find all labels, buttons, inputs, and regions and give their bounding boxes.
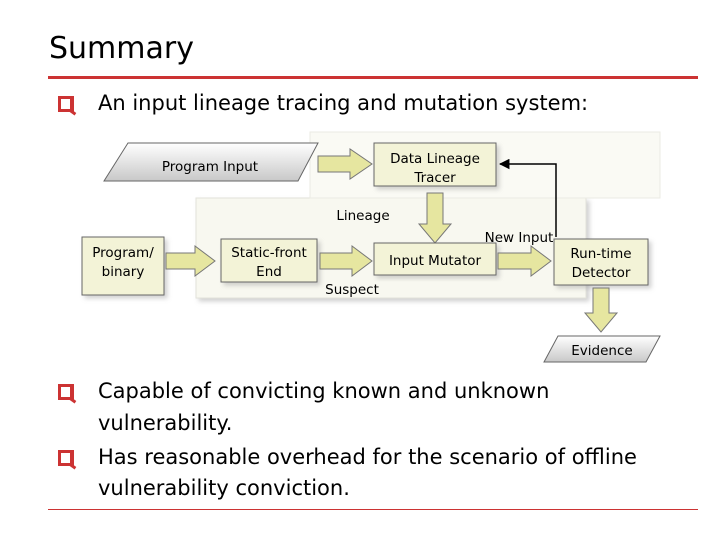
suspect-label: Suspect bbox=[325, 282, 379, 298]
program-binary-label: Program/ bbox=[92, 245, 154, 261]
binary-to-frontend-arrow bbox=[165, 245, 216, 277]
evidence-label: Evidence bbox=[571, 343, 632, 359]
static-front-end-label: Static-front bbox=[231, 245, 307, 261]
evidence-shape bbox=[543, 335, 661, 363]
detector-to-evidence-arrow bbox=[583, 287, 619, 333]
bullet-marker-icon bbox=[58, 384, 74, 400]
input-to-tracer-arrow bbox=[317, 148, 373, 180]
title-underline bbox=[48, 76, 698, 79]
bullet-marker-icon bbox=[58, 450, 74, 466]
program-binary-box bbox=[81, 236, 165, 296]
runtime-detector-label: Run-time bbox=[570, 246, 631, 262]
program-input-label: Program Input bbox=[162, 159, 258, 175]
bullet-text: Capable of convicting known and unknown bbox=[98, 379, 550, 403]
bullet-marker-icon bbox=[58, 96, 74, 112]
input-mutator-box bbox=[373, 242, 497, 276]
footer-rule bbox=[48, 509, 698, 510]
new-input-label: New Input bbox=[485, 230, 554, 246]
bullet-text: vulnerability. bbox=[98, 411, 233, 435]
static-front-end-box bbox=[220, 238, 318, 283]
tracer-to-mutator-arrow bbox=[417, 192, 453, 244]
bullet-text: vulnerability conviction. bbox=[98, 476, 350, 500]
program-binary-label-2: binary bbox=[102, 264, 145, 280]
feedback-connector bbox=[498, 158, 557, 237]
bullet-text: An input lineage tracing and mutation sy… bbox=[98, 91, 589, 115]
data-lineage-tracer-label: Data Lineage bbox=[390, 151, 480, 167]
input-mutator-label: Input Mutator bbox=[389, 253, 482, 269]
data-lineage-tracer-box bbox=[373, 142, 497, 187]
lineage-label: Lineage bbox=[336, 208, 389, 224]
slide-title: Summary bbox=[49, 31, 194, 66]
static-front-end-label-2: End bbox=[256, 264, 282, 280]
program-input-shape bbox=[103, 142, 319, 182]
data-lineage-tracer-label-2: Tracer bbox=[413, 170, 456, 186]
bullet-text: Has reasonable overhead for the scenario… bbox=[98, 445, 637, 469]
runtime-detector-box bbox=[553, 238, 649, 286]
runtime-detector-label-2: Detector bbox=[572, 265, 631, 281]
mutator-to-detector-arrow bbox=[497, 245, 552, 277]
frontend-to-mutator-arrow bbox=[319, 245, 373, 277]
